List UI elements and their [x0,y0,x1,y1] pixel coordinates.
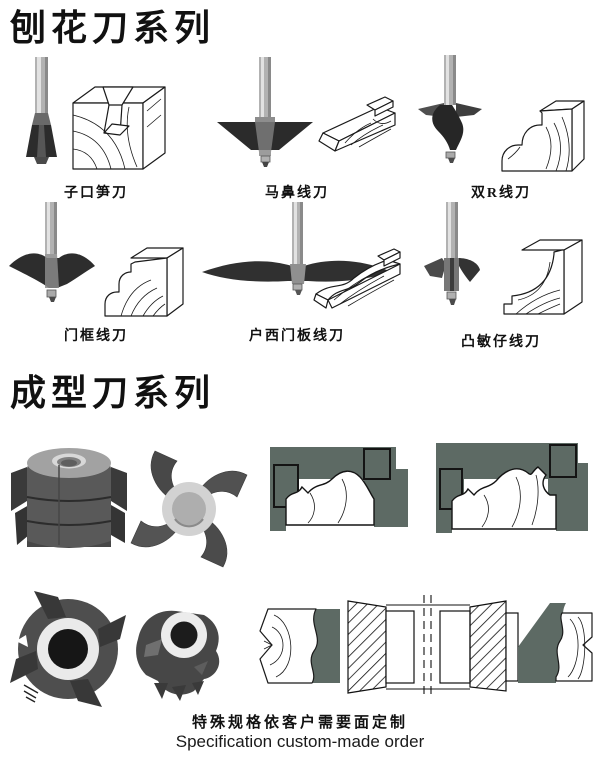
tool-label: 马鼻线刀 [265,186,329,202]
tool-label: 子口笋刀 [64,186,128,202]
tool-label: 户西门板线刀 [249,329,345,345]
wood-sample [104,247,184,317]
forming-row-1 [0,421,600,573]
cutter-head-photos-2 [0,577,252,717]
cylindrical-cutter-head [11,447,127,548]
tool-label: 门框线刀 [64,329,128,345]
tool-item-4: 门框线刀 [0,202,192,351]
planing-tool-grid: 子口笋刀 [0,53,600,351]
cutter-head-disc-pair-icon [10,590,220,707]
footer: 特殊规格依客户需要面定制 Specification custom-made o… [0,711,600,752]
wood-sample [318,96,396,152]
wood-sample [502,239,583,315]
bullnose-bit-with-bevel-board-icon [217,57,396,168]
door-frame-bit-with-ogee-block-icon [9,202,184,317]
cove-bit-with-cove-block-icon [423,202,583,315]
profile-diagrams [252,421,600,541]
profile-cutter-head [136,610,220,701]
pinwheel-cutter-head [130,450,248,568]
profile-template-diagram-right-icon [436,442,588,533]
disc-cutter-head [10,590,126,707]
panel-raising-bit-with-wave-board-icon [202,202,401,309]
dovetail-bit-with-notched-block-icon [26,57,166,170]
forming-series-heading: 成型刀系列 [10,373,216,414]
planing-series-heading: 刨花刀系列 [10,8,216,48]
router-bit [217,57,313,168]
router-bit [26,57,57,165]
router-bit [9,202,95,303]
profile-template-diagram-left-icon [270,446,408,531]
tool-item-5: 户西门板线刀 [192,202,402,351]
cutter-head-photos-1 [0,421,252,573]
tool-item-2: 马鼻线刀 [192,53,402,202]
router-bit [202,202,392,296]
footer-chinese-line: 特殊规格依客户需要面定制 [191,715,408,731]
forming-row-2 [0,577,600,717]
tool-label: 凸敏仔线刀 [461,335,541,351]
cutter-head-cylindrical-and-pinwheel-icon [11,447,248,568]
spindle-assembly-cross-section-icon [259,594,593,697]
router-bit [417,55,482,164]
double-r-bit-with-stepped-round-block-icon [417,55,585,172]
tool-item-6: 凸敏仔线刀 [402,202,600,351]
tool-item-1: 子口笋刀 [0,53,192,202]
spindle-drawing [252,577,600,707]
wood-sample [500,100,585,172]
footer-english-line: Specification custom-made order [175,732,425,751]
router-bit [423,202,480,306]
tool-label: 双R线刀 [470,186,532,202]
tool-item-3: 双R线刀 [402,53,600,202]
wood-sample [313,248,401,309]
wood-sample [72,86,166,170]
